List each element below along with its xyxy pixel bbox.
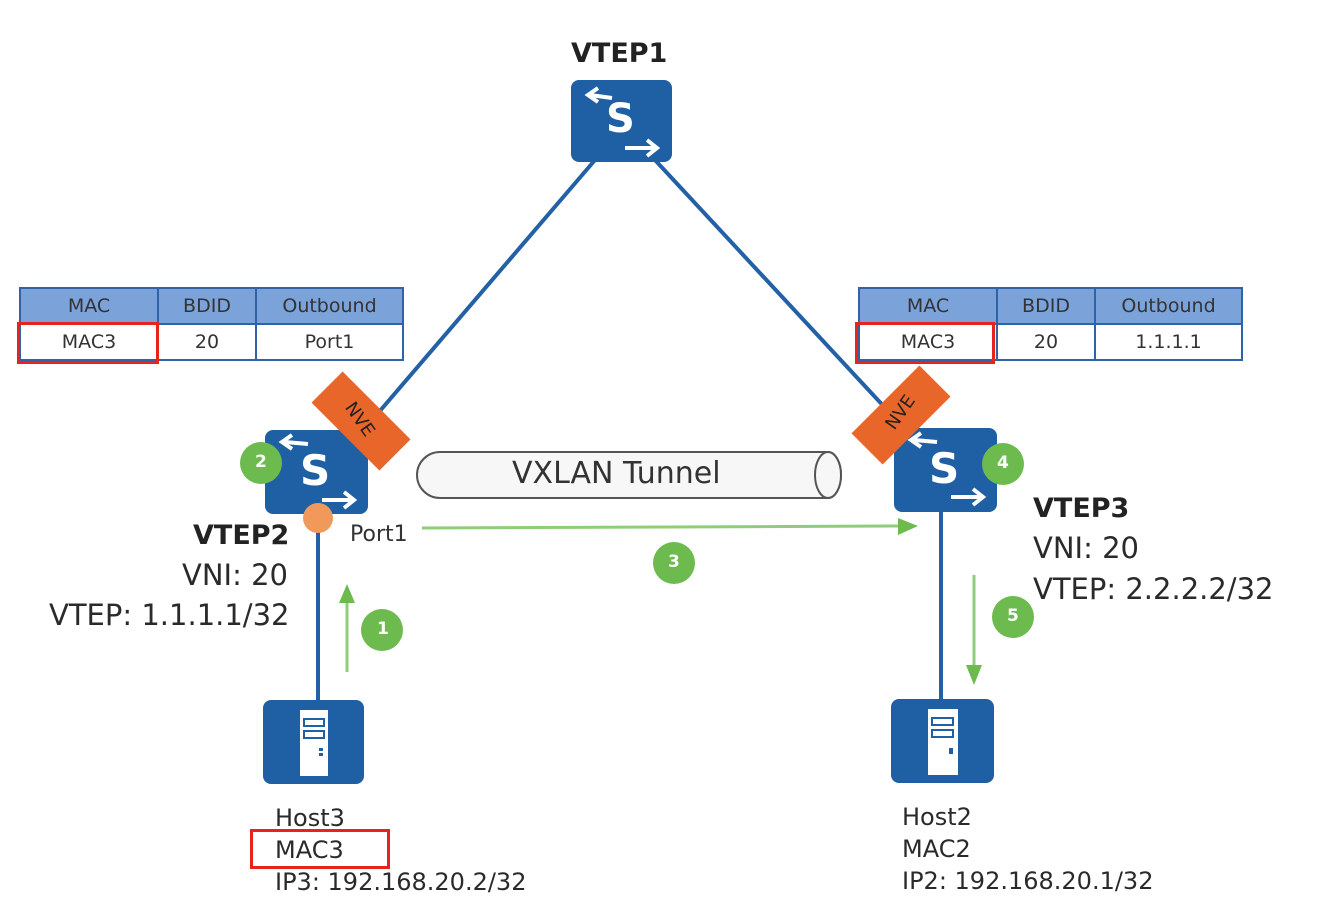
step-2-circle [240,442,282,484]
vtep3-switch-icon[interactable] [894,428,997,512]
host2-mac: MAC2 [902,835,971,863]
col-mac: MAC [858,287,998,325]
cell-mac: MAC3 [858,323,998,361]
host2-name: Host2 [902,803,972,831]
step-1-label: 1 [377,619,389,639]
vtep2-nve-badge [311,371,411,471]
host3-mac-highlight [250,829,390,869]
col-mac: MAC [19,287,159,325]
vtep1-switch-glyph: S [606,96,635,142]
cell-outbound: 1.1.1.1 [1094,323,1243,361]
vxlan-tunnel-label: VXLAN Tunnel [512,456,721,491]
vtep2-title: VTEP2 [193,520,290,551]
vtep2-switch-icon[interactable] [265,430,368,514]
cell-bdid: 20 [996,323,1096,361]
host3-ip: IP3: 192.168.20.2/32 [275,868,527,896]
link-vtep1-vtep2 [353,158,597,442]
vtep2-vni: VNI: 20 [182,558,288,592]
port1-label: Port1 [350,522,408,547]
vtep1-switch-icon[interactable] [571,80,672,162]
vtep2-vtep-ip: VTEP: 1.1.1.1/32 [49,598,290,632]
vtep2-switch-glyph: S [300,446,331,495]
host2-server-icon[interactable] [891,699,994,783]
table-row: MAC3 20 Port1 [19,323,404,361]
step-5-circle [992,596,1034,638]
vtep2-mac-highlight [17,322,159,364]
col-outbound: Outbound [255,287,404,325]
col-outbound: Outbound [1094,287,1243,325]
port1-dot[interactable] [303,503,333,533]
col-bdid: BDID [996,287,1096,325]
vtep3-mac-highlight [855,322,995,364]
cell-bdid: 20 [157,323,257,361]
cell-outbound: Port1 [255,323,404,361]
vtep3-nve-badge [851,365,951,465]
vtep3-mac-table: MAC BDID Outbound MAC3 20 1.1.1.1 [858,287,1243,361]
step-4-circle [982,443,1024,485]
table-row: MAC3 20 1.1.1.1 [858,323,1243,361]
vtep3-switch-glyph: S [929,444,960,493]
flow-arrow-5 [966,575,982,685]
step-1-circle [361,609,403,651]
step-4-label: 4 [997,453,1009,473]
vtep3-vtep-ip: VTEP: 2.2.2.2/32 [1033,572,1274,606]
flow-arrow-1 [339,584,355,672]
link-vtep1-vtep3 [653,158,917,442]
col-bdid: BDID [157,287,257,325]
flow-arrow-3 [421,518,918,535]
vtep3-vni: VNI: 20 [1033,531,1139,565]
cell-mac: MAC3 [19,323,159,361]
step-3-label: 3 [668,552,680,572]
host3-name: Host3 [275,804,345,832]
host2-ip: IP2: 192.168.20.1/32 [902,867,1154,895]
vtep1-title: VTEP1 [571,38,668,69]
step-2-label: 2 [255,452,267,472]
vtep3-title: VTEP3 [1033,493,1130,524]
step-5-label: 5 [1007,606,1019,626]
table-header-row: MAC BDID Outbound [19,287,404,325]
table-header-row: MAC BDID Outbound [858,287,1243,325]
vxlan-tunnel [416,451,842,499]
step-3-circle [653,542,695,584]
host3-server-icon[interactable] [263,700,364,784]
host3-mac: MAC3 [275,836,344,864]
